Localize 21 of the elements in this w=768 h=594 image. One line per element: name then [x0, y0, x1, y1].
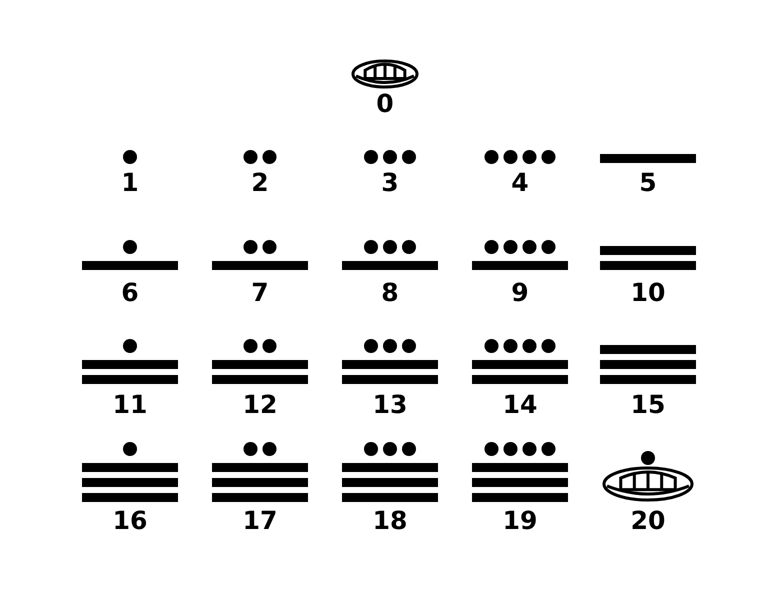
- numeral-label: 3: [381, 169, 399, 197]
- numeral-label: 13: [372, 391, 408, 419]
- numeral-label: 7: [251, 279, 269, 307]
- numeral-label: 6: [121, 279, 139, 307]
- numeral-label: 19: [502, 507, 538, 535]
- numeral-label: 5: [639, 169, 657, 197]
- numeral-label: 10: [630, 279, 666, 307]
- numeral-label: 20: [630, 507, 666, 535]
- numeral-label: 14: [502, 391, 538, 419]
- numeral-label: 2: [251, 169, 269, 197]
- numeral-label: 9: [511, 279, 529, 307]
- numeral-label: 11: [112, 391, 148, 419]
- numeral-label: 0: [376, 90, 394, 118]
- numeral-label: 17: [242, 507, 278, 535]
- numeral-label: 8: [381, 279, 399, 307]
- numeral-label: 12: [242, 391, 278, 419]
- numeral-label: 1: [121, 169, 139, 197]
- numeral-label: 4: [511, 169, 529, 197]
- numeral-label: 18: [372, 507, 408, 535]
- numeral-label: 15: [630, 391, 666, 419]
- numeral-label: 16: [112, 507, 148, 535]
